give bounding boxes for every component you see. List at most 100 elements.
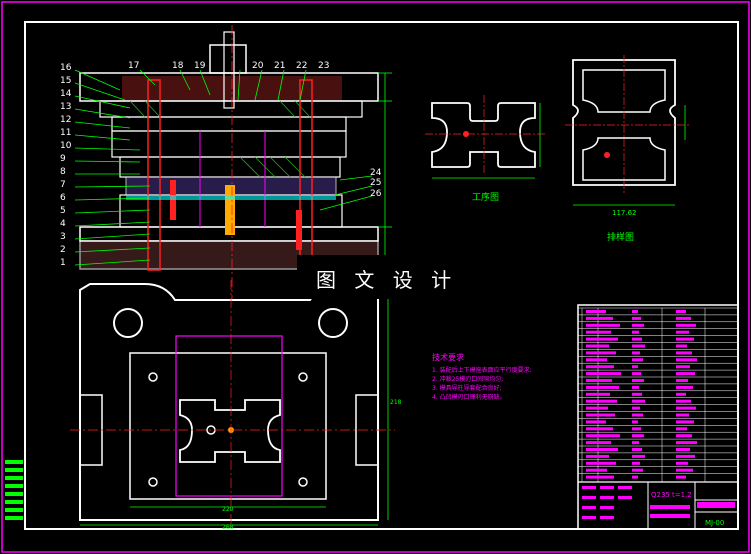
strip-view: 117.62 排样图 [565, 55, 690, 243]
strip-width-dim: 117.62 [612, 209, 637, 217]
bom-cell-name [586, 344, 609, 348]
part-number-26: 26 [370, 189, 382, 199]
part-number-11: 11 [60, 128, 71, 138]
tech-requirements: 技术要求 1. 装配后上下模座表面应平行度要求; 2. 冲裁25模刃口间隙均匀;… [432, 352, 532, 401]
bom-cell-material [676, 399, 691, 403]
part-number-13: 13 [60, 102, 71, 112]
watermark-box [297, 255, 447, 299]
part-number-23: 23 [318, 61, 329, 71]
bom-cell-name [586, 475, 614, 479]
bom-cell-qty [632, 461, 640, 465]
part-number-3: 3 [60, 232, 66, 242]
bom-cell-name [586, 461, 616, 465]
part-number-5: 5 [60, 206, 66, 216]
assembly-section [79, 25, 379, 300]
part-number-22: 22 [296, 61, 307, 71]
bom-cell-material [676, 365, 690, 369]
workpiece-view: 工序图 [425, 95, 545, 203]
bom-cell-material [676, 461, 688, 465]
part-number-2: 2 [60, 245, 66, 255]
tech-item-2: 2. 冲裁25模刃口间隙均匀; [432, 375, 503, 383]
bom-cell-name [586, 399, 617, 403]
part-number-15: 15 [60, 76, 71, 86]
bom-cell-qty [632, 406, 640, 410]
part-number-21: 21 [274, 61, 285, 71]
bom-cell-qty [632, 413, 643, 417]
bom-cell-name [586, 392, 610, 396]
parts-list: Q235 t=1.2 MJ-00 [577, 304, 739, 530]
bom-cell-qty [632, 365, 638, 369]
dim-width-bottom: 268 [222, 524, 234, 531]
bom-cell-material [676, 427, 687, 431]
bom-cell-qty [632, 420, 638, 424]
bom-cell-name [586, 310, 606, 313]
dim-width-inner: 220 [222, 506, 234, 513]
bom-cell-qty [632, 399, 645, 403]
bom-cell-name [586, 330, 611, 334]
inner-frame [24, 21, 739, 530]
part-number-12: 12 [60, 115, 71, 125]
bom-cell-qty [632, 454, 645, 458]
bom-cell-qty [632, 351, 640, 355]
bom-cell-qty [632, 310, 638, 313]
part-number-16: 16 [60, 63, 72, 73]
bom-cell-material [676, 448, 690, 451]
bom-cell-material [676, 392, 686, 396]
part-numbers: 16 15 14 13 12 11 10 9 8 7 6 5 4 3 2 1 1… [60, 61, 382, 268]
bom-cell-material [676, 344, 687, 348]
part-number-9: 9 [60, 154, 66, 164]
title-drawing-no: MJ-00 [705, 519, 724, 527]
strip-label: 排样图 [607, 231, 634, 243]
bom-cell-material [676, 316, 691, 320]
bom-cell-name [586, 454, 609, 458]
bom-cell-name [586, 448, 618, 451]
part-number-25: 25 [370, 178, 381, 188]
left-margin-blocks [5, 460, 23, 520]
bom-cell-material [676, 310, 686, 313]
title-material: Q235 [651, 491, 670, 499]
title-thickness: t=1.2 [672, 491, 692, 499]
bom-cell-material [676, 372, 695, 376]
bom-cell-name [586, 406, 608, 410]
part-number-19: 19 [194, 61, 206, 71]
bom-cell-material [676, 420, 694, 424]
part-number-4: 4 [60, 219, 66, 229]
bom-cell-qty [632, 337, 642, 341]
bom-cell-material [676, 379, 688, 382]
bom-cell-qty [632, 475, 638, 479]
bom-cell-material [676, 441, 697, 445]
bom-cell-material [676, 468, 693, 472]
bom-cell-qty [632, 330, 639, 334]
bom-cell-qty [632, 448, 642, 451]
bom-cell-name [586, 413, 615, 417]
bom-cell-material [676, 413, 689, 417]
part-number-20: 20 [252, 61, 264, 71]
bom-cell-material [676, 330, 689, 334]
bom-cell-name [586, 420, 606, 424]
bom-cell-name [586, 316, 613, 320]
bom-cell-material [676, 351, 692, 355]
watermark-text: 图 文 设 计 [316, 268, 458, 292]
bom-cell-material [676, 475, 686, 479]
bom-cell-qty [632, 372, 641, 376]
part-number-14: 14 [60, 89, 72, 99]
bom-cell-name [586, 434, 620, 438]
tech-item-4: 4. 凸凹模刃口锋利无崩缺。 [432, 393, 506, 401]
bom-cell-qty [632, 316, 641, 320]
part-number-8: 8 [60, 167, 66, 177]
bom-cell-material [676, 454, 695, 458]
leader-lines [74, 69, 373, 266]
bom-cell-qty [632, 385, 639, 389]
plan-view: 268 220 218 [70, 280, 402, 531]
part-number-7: 7 [60, 180, 66, 190]
bom-cell-qty [632, 441, 639, 445]
bom-cell-name [586, 468, 607, 472]
bom-cell-qty [632, 434, 644, 438]
bom-cell-name [586, 379, 612, 382]
bom-cell-material [676, 434, 692, 438]
bom-cell-material [676, 358, 697, 362]
bom-cell-material [676, 385, 693, 389]
dim-height-side: 218 [390, 399, 402, 406]
